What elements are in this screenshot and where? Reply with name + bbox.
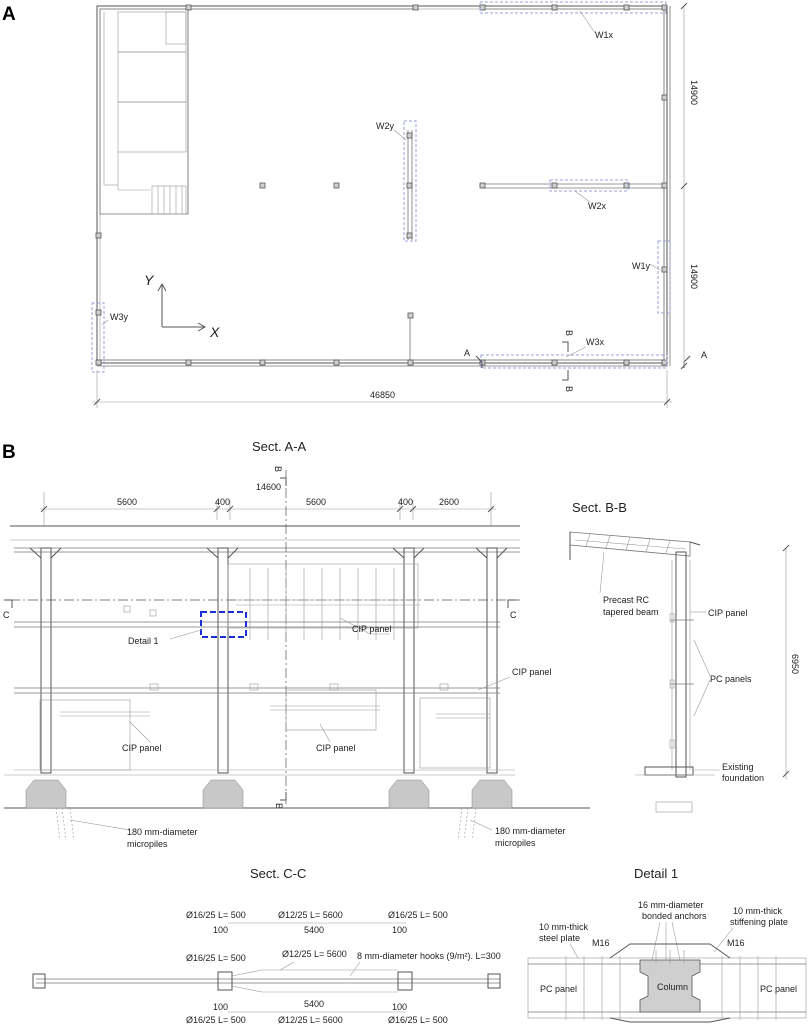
aa-cip-panel-left: CIP panel <box>122 743 161 753</box>
cc-bar-mid-center: Ø12/25 L= 5600 <box>282 949 347 959</box>
cc-dim-100-top-left: 100 <box>213 925 228 935</box>
wall-label-w2x: W2x <box>588 201 607 211</box>
dim-total-width: 46850 <box>370 390 395 400</box>
detail-steel-2: steel plate <box>539 933 580 943</box>
wall-label-w3x: W3x <box>586 337 605 347</box>
detail-m16-left: M16 <box>592 938 610 948</box>
cc-dim-100-bottom-right: 100 <box>392 1002 407 1012</box>
detail-1-title: Detail 1 <box>634 866 678 881</box>
section-mark-b-bottom: B <box>564 386 574 392</box>
aa-micropiles-left-1: 180 mm-diameter <box>127 827 198 837</box>
cc-hooks: 8 mm-diameter hooks (9/m²). L=300 <box>357 951 501 961</box>
bb-existing-2: foundation <box>722 773 764 783</box>
cc-bar-mid-left: Ø16/25 L= 500 <box>186 953 246 963</box>
plan-dimensions: 46850 14900 14900 <box>92 2 699 408</box>
detail-m16-right: M16 <box>727 938 745 948</box>
section-mark-b-top: B <box>564 330 574 336</box>
detail-pc-panel-right: PC panel <box>760 984 797 994</box>
cc-dim-5400-bottom: 5400 <box>304 999 324 1009</box>
aa-cip-panel-top: CIP panel <box>352 624 391 634</box>
detail-pc-panel-left: PC panel <box>540 984 577 994</box>
dim-14600: 14600 <box>256 482 281 492</box>
aa-cip-panel-right: CIP panel <box>512 667 551 677</box>
bb-pc-panels: PC panels <box>710 674 752 684</box>
detail-anchors-2: bonded anchors <box>642 911 707 921</box>
aa-cip-panel-center: CIP panel <box>316 743 355 753</box>
bb-precast-1: Precast RC <box>603 595 650 605</box>
axis-y-label: Y <box>144 272 155 288</box>
plan-columns <box>95 4 668 366</box>
wall-label-w2y: W2y <box>376 121 395 131</box>
dim-400-right: 400 <box>398 497 413 507</box>
aa-mark-c-right: C <box>510 610 517 620</box>
panel-a-letter: A <box>2 4 16 25</box>
aa-mark-b-top: B <box>273 466 283 472</box>
section-cc-title: Sect. C-C <box>250 866 306 881</box>
dim-height-upper: 14900 <box>689 80 699 105</box>
aa-micropiles-right-1: 180 mm-diameter <box>495 826 566 836</box>
detail-anchors-1: 16 mm-diameter <box>638 900 704 910</box>
aa-mark-b-bottom: B <box>274 803 284 809</box>
detail-1-callout: Detail 1 <box>128 636 159 646</box>
cc-dim-100-bottom-left: 100 <box>213 1002 228 1012</box>
plan-axes: Y X <box>144 272 220 340</box>
aa-micropiles-left-2: micropiles <box>127 839 168 849</box>
cc-bar-bottom-right: Ø16/25 L= 500 <box>388 1015 448 1025</box>
bb-existing-1: Existing <box>722 762 754 772</box>
plan-wall-highlights <box>91 1 671 373</box>
cc-bar-top-center: Ø12/25 L= 5600 <box>278 910 343 920</box>
axis-x-label: X <box>209 324 220 340</box>
aa-mark-c-left: C <box>3 610 10 620</box>
detail-steel-1: 10 mm-thick <box>539 922 589 932</box>
wall-label-w3y: W3y <box>110 312 129 322</box>
dim-400-left: 400 <box>215 497 230 507</box>
bb-height: 6950 <box>790 654 800 674</box>
dim-5600-right: 5600 <box>306 497 326 507</box>
section-mark-a-left: A <box>464 348 470 358</box>
detail-stiff-2: stiffening plate <box>730 917 788 927</box>
detail-1: Detail 1 16 mm-diameter bonded anchors 1… <box>527 866 807 1023</box>
section-cc: Sect. C-C Ø16/25 L= 500 Ø12/25 L= 5600 Ø… <box>32 866 501 1025</box>
plan-outline <box>96 5 671 367</box>
detail-stiff-1: 10 mm-thick <box>733 906 783 916</box>
aa-micropiles-right-2: micropiles <box>495 838 536 848</box>
cc-dim-5400-top: 5400 <box>304 925 324 935</box>
cc-bar-bottom-left: Ø16/25 L= 500 <box>186 1015 246 1025</box>
section-bb-title: Sect. B-B <box>572 500 627 515</box>
bb-cip-panel: CIP panel <box>708 608 747 618</box>
wall-label-w1y: W1y <box>632 261 651 271</box>
detail-column: Column <box>657 982 688 992</box>
cc-bar-top-right: Ø16/25 L= 500 <box>388 910 448 920</box>
cc-dim-100-top-right: 100 <box>392 925 407 935</box>
section-aa-title: Sect. A-A <box>252 439 307 454</box>
cc-bar-top-left: Ø16/25 L= 500 <box>186 910 246 920</box>
dim-height-lower: 14900 <box>689 264 699 289</box>
panel-a-plan: A <box>2 1 707 408</box>
dim-2600: 2600 <box>439 497 459 507</box>
section-aa: Sect. A-A 5600 400 5600 400 2600 14600 B… <box>3 439 590 849</box>
section-bb: Sect. B-B Precast RC tapere <box>569 500 800 813</box>
section-mark-a-right: A <box>701 350 707 360</box>
cc-bar-bottom-center: Ø12/25 L= 5600 <box>278 1015 343 1025</box>
wall-label-w1x: W1x <box>595 30 614 40</box>
bb-precast-2: tapered beam <box>603 607 659 617</box>
dim-5600-left: 5600 <box>117 497 137 507</box>
panel-b-letter: B <box>2 442 16 463</box>
